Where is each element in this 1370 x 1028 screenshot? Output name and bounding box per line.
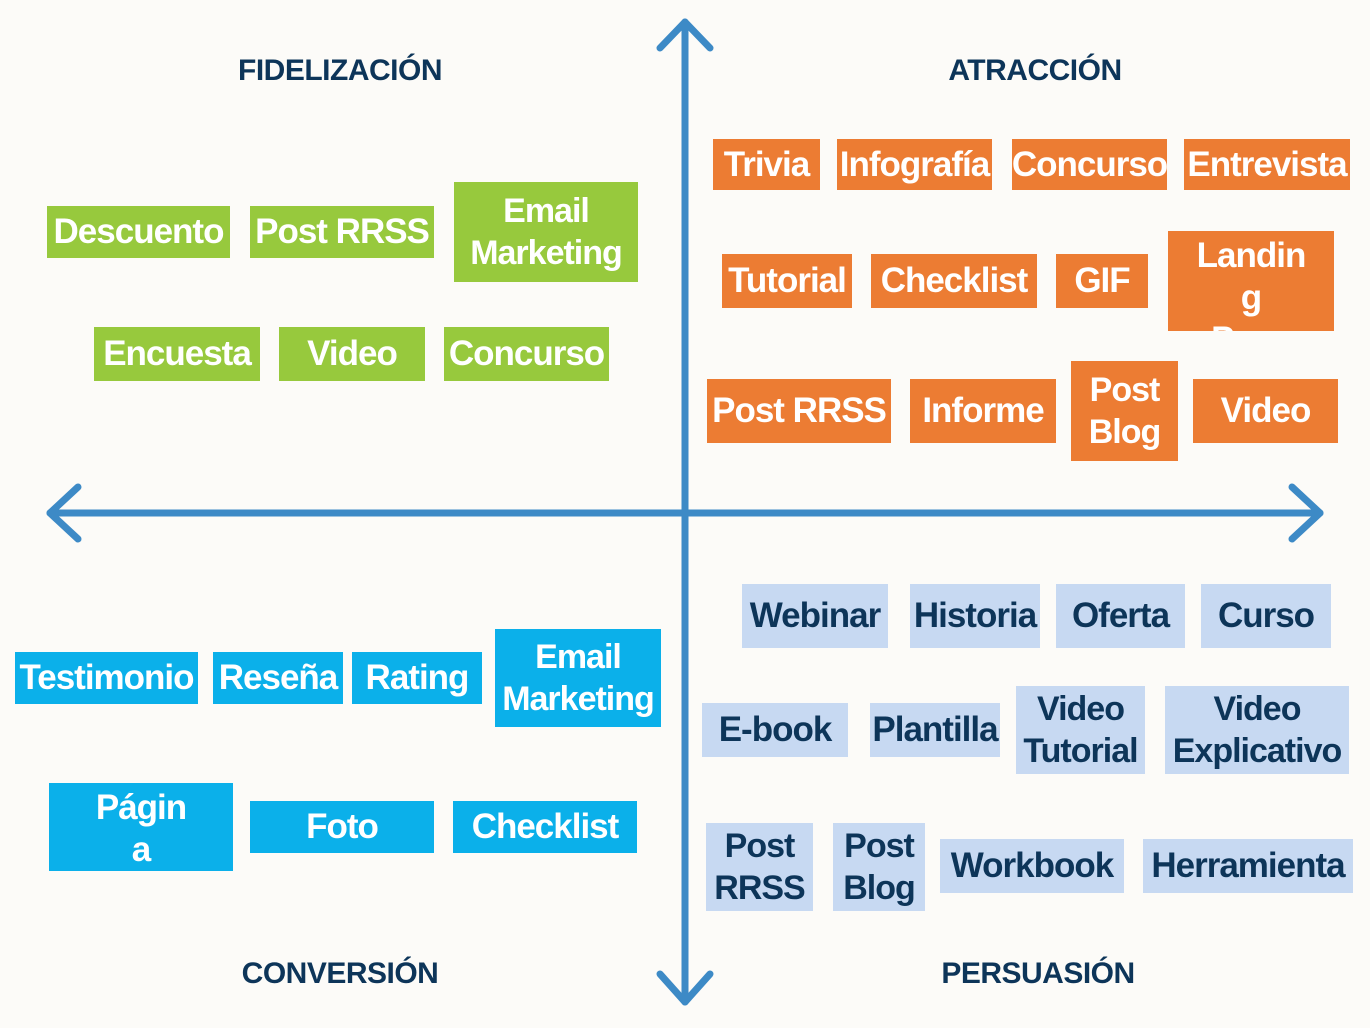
persuasion-item: Post RRSS <box>706 823 813 911</box>
persuasion-item: Workbook <box>940 839 1124 893</box>
atraccion-item: Informe <box>910 379 1056 443</box>
atraccion-item: Concurso <box>1012 139 1168 190</box>
fidelizacion-item: Concurso <box>444 327 609 381</box>
fidelizacion-item: Encuesta <box>94 327 260 381</box>
fidelizacion-item: Email Marketing <box>454 182 638 282</box>
conversion-item: Email Marketing <box>495 629 661 727</box>
persuasion-item: Herramienta <box>1143 839 1353 893</box>
persuasion-item: Webinar <box>742 584 888 648</box>
fidelizacion-item: Descuento <box>47 206 230 258</box>
conversion-item: Rating <box>352 652 482 704</box>
atraccion-item: Post Blog <box>1071 361 1178 461</box>
atraccion-item: Landin g Page <box>1168 231 1334 331</box>
arrow-left-icon <box>46 483 82 543</box>
conversion-item: Foto <box>250 801 434 853</box>
persuasion-item: Oferta <box>1056 584 1185 648</box>
fidelizacion-item: Video <box>279 327 425 381</box>
arrow-up-icon <box>656 18 714 52</box>
conversion-item: Testimonio <box>15 652 198 704</box>
persuasion-item: E-book <box>702 703 848 757</box>
conversion-item: Págin a Web <box>49 783 233 871</box>
quadrant-label-atraccion: ATRACCIÓN <box>948 54 1122 87</box>
atraccion-item: Checklist <box>871 254 1037 308</box>
atraccion-item: GIF <box>1056 254 1148 308</box>
atraccion-item: Video <box>1193 379 1338 443</box>
persuasion-item: Plantilla <box>870 703 1000 757</box>
conversion-item: Reseña <box>213 652 343 704</box>
atraccion-item: Post RRSS <box>707 379 891 443</box>
quadrant-label-persuasion: PERSUASIÓN <box>941 957 1135 990</box>
persuasion-item: Historia <box>910 584 1040 648</box>
quadrant-label-conversion: CONVERSIÓN <box>241 957 439 990</box>
arrow-down-icon <box>656 970 714 1006</box>
persuasion-item: Curso <box>1201 584 1331 648</box>
conversion-item: Checklist <box>453 801 637 853</box>
atraccion-item: Entrevista <box>1184 139 1350 190</box>
atraccion-item: Tutorial <box>722 254 852 308</box>
quadrant-label-fidelizacion: FIDELIZACIÓN <box>238 54 443 87</box>
persuasion-item: Video Tutorial <box>1016 686 1145 774</box>
persuasion-item: Video Explicativo <box>1165 686 1349 774</box>
arrow-right-icon <box>1288 483 1324 543</box>
atraccion-item: Trivia <box>713 139 820 190</box>
fidelizacion-item: Post RRSS <box>250 206 434 258</box>
atraccion-item: Infografía <box>837 139 992 190</box>
persuasion-item: Post Blog <box>833 823 925 911</box>
